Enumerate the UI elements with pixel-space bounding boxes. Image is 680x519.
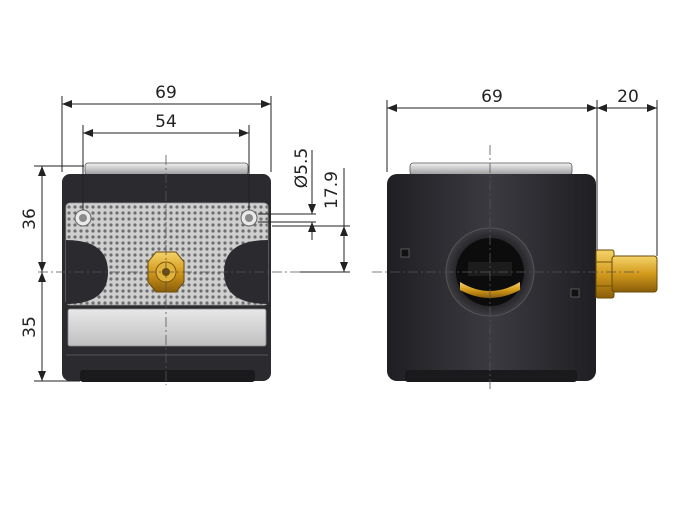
dim-upper-height: 36 bbox=[20, 165, 84, 272]
dim-hole-diameter-label: Ø5.5 bbox=[292, 148, 312, 188]
dim-side-width-label: 69 bbox=[481, 87, 503, 107]
dim-lower-height: 35 bbox=[20, 272, 80, 382]
dim-front-width-label: 69 bbox=[155, 83, 177, 103]
front-view bbox=[62, 162, 271, 382]
dim-lower-height-label: 35 bbox=[20, 316, 40, 338]
dim-hole-spacing-label: 54 bbox=[155, 112, 177, 132]
dim-hole-offset-label: 17.9 bbox=[322, 171, 342, 209]
dim-hole-spacing: 54 bbox=[82, 112, 250, 210]
mount-hole-left-inner bbox=[79, 214, 87, 222]
dim-front-width: 69 bbox=[61, 83, 272, 172]
dim-upper-height-label: 36 bbox=[20, 208, 40, 230]
label-plate bbox=[67, 308, 267, 347]
side-top-cap bbox=[409, 162, 573, 176]
side-brass-fitting bbox=[595, 249, 658, 299]
side-view bbox=[387, 162, 658, 382]
side-bottom-rim bbox=[405, 370, 577, 382]
mount-hole-right-inner bbox=[245, 214, 253, 222]
front-bottom-rim bbox=[80, 370, 255, 382]
side-marker-right bbox=[570, 288, 580, 298]
front-top-cap bbox=[84, 162, 249, 176]
dim-fitting-length: 20 bbox=[597, 87, 658, 256]
dim-fitting-length-label: 20 bbox=[617, 87, 639, 107]
dim-hole-diameter: Ø5.5 bbox=[258, 148, 316, 240]
side-marker-left bbox=[400, 248, 410, 258]
dim-side-width: 69 bbox=[386, 87, 598, 250]
dim-hole-offset: 17.9 bbox=[272, 168, 350, 273]
